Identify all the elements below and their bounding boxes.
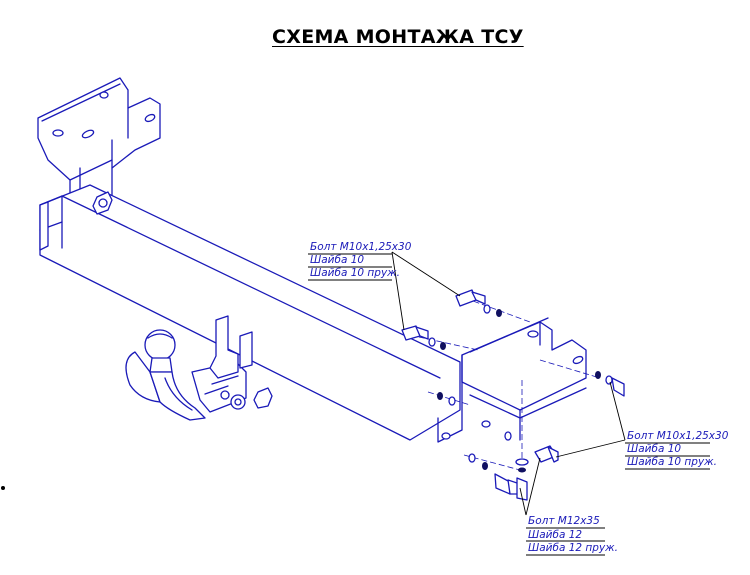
callout-top-spring-washer: Шайба 10 пруж.: [310, 267, 400, 279]
callout-bottom-spring-washer: Шайба 12 пруж.: [528, 542, 618, 554]
callout-top: Болт М10х1,25х30 Шайба 10 Шайба 10 пруж.: [308, 241, 412, 281]
page-title: СХЕМА МОНТАЖА ТСУ: [272, 26, 524, 48]
lower-m12-bolts: [494, 380, 559, 501]
callout-right: Болт М10х1,25х30 Шайба 10 Шайба 10 пруж.: [625, 430, 729, 470]
callout-right-washer: Шайба 10: [627, 443, 681, 455]
callout-right-bolt: Болт М10х1,25х30: [627, 430, 729, 442]
callout-top-washer: Шайба 10: [310, 254, 364, 266]
left-mounting-bracket: [37, 77, 161, 223]
margin-dot: [1, 486, 5, 490]
main-cross-tube: [39, 184, 461, 441]
right-side-bolt-set: [539, 359, 625, 397]
callout-bottom: Болт М12х35 Шайба 12 Шайба 12 пруж.: [526, 515, 618, 556]
callout-right-spring-washer: Шайба 10 пруж.: [627, 456, 717, 468]
tow-ball-mount: [125, 315, 273, 421]
right-mounting-bracket: [437, 317, 587, 443]
lower-left-washers: [427, 391, 521, 471]
callout-top-bolt: Болт М10х1,25х30: [310, 241, 412, 253]
upper-bolt-set: [455, 289, 531, 323]
callout-bottom-washer: Шайба 12: [528, 529, 582, 541]
callout-bottom-bolt: Болт М12х35: [528, 515, 600, 527]
callout-leaders: [391, 251, 626, 516]
middle-bolt-set: [401, 325, 479, 351]
